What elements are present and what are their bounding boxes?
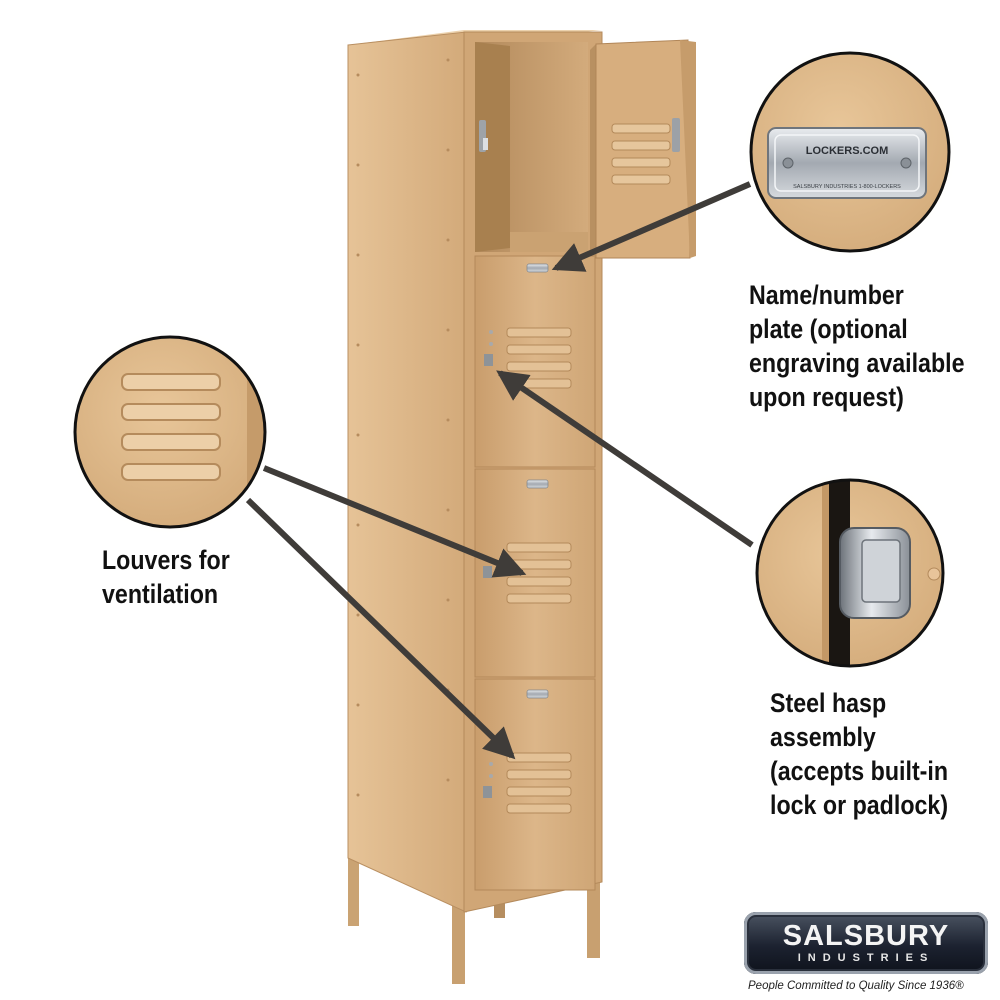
locker-door-open [590,39,696,259]
callout-line: assembly [770,722,876,752]
callout-line: ventilation [102,579,219,609]
locker [347,30,696,984]
callout-line: Steel hasp [770,688,887,718]
louver [121,463,221,481]
louvers-callout: Louvers for ventilation [102,543,230,611]
callout-line: upon request) [749,382,904,412]
locker-door-4 [474,678,596,891]
nameplate-subtext: SALSBURY INDUSTRIES 1-800-LOCKERS [793,184,901,190]
callout-line: engraving available [749,348,965,378]
leg-front-left [452,892,465,984]
leg-back-right [494,892,505,918]
leg-back-left [348,858,359,926]
arrow-to-nameplate [551,181,752,272]
leg-front-right [587,876,600,958]
callout-line: Name/number [749,280,904,310]
nameplate-detail-circle: LOCKERS.COM SALSBURY INDUSTRIES 1-800-LO… [744,46,956,258]
locker-door-3 [474,468,596,678]
louver [121,373,221,391]
nameplate [767,127,927,199]
louver [121,403,221,421]
arrow-to-hasp [496,370,754,548]
callout-line: plate (optional [749,314,908,344]
hasp-detail-circle [750,473,950,673]
logo-tagline: People Committed to Quality Since 1936® [748,980,964,992]
logo-name: SALSBURY [782,920,950,952]
nameplate-callout: Name/number plate (optional engraving av… [749,278,965,414]
louver [121,433,221,451]
arrow-to-louvers-low [245,497,516,760]
callout-line: lock or padlock) [770,790,949,820]
logo-sub: INDUSTRIES [797,952,935,964]
callout-line: (accepts built-in [770,756,949,786]
salsbury-logo: SALSBURY INDUSTRIES [744,912,988,974]
louvers-detail-circle [68,330,272,534]
hasp-callout: Steel hasp assembly (accepts built-in lo… [770,686,948,822]
callout-line: Louvers for [102,545,230,575]
nameplate-text: LOCKERS.COM [806,145,889,157]
locker-door-2 [474,255,596,468]
arrow-to-louvers-mid [262,465,527,578]
